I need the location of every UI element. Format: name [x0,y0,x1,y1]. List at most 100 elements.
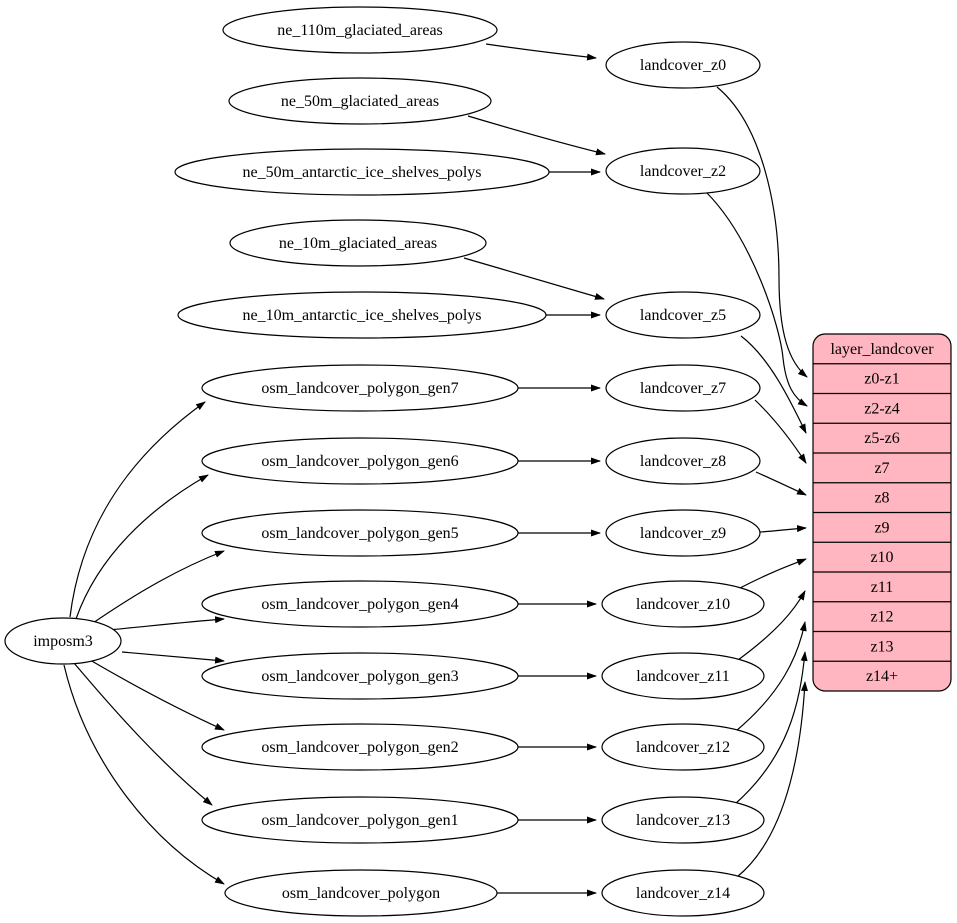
node-landcover_z13: landcover_z13 [601,796,765,844]
record-row-z13: z13 [870,638,893,655]
node-osm_landcover_polygon_gen4: osm_landcover_polygon_gen4 [201,580,519,628]
edge-imposm3--osm_landcover_polygon [63,664,225,885]
edge-ne_110m_glaciated_areas--landcover_z0 [485,43,597,61]
record-row-z14+: z14+ [866,668,898,685]
edge-landcover_z5--row-z5-z6 [740,335,807,434]
record-layer-landcover: layer_landcoverz0-z1z2-z4z5-z6z7z8z9z10z… [812,333,952,692]
node-ne_10m_antarctic_ice_shelves_polys-shape [177,291,547,339]
node-landcover_z8: landcover_z8 [605,437,761,485]
node-osm_landcover_polygon_gen3-label: osm_landcover_polygon_gen3 [261,668,458,685]
edge-landcover_z9--row-z9 [759,525,807,533]
record-title: layer_landcover [830,341,934,358]
node-landcover_z14-shape [601,869,765,917]
node-landcover_z9: landcover_z9 [605,509,761,557]
node-landcover_z10-label: landcover_z10 [636,596,730,613]
node-osm_landcover_polygon-label: osm_landcover_polygon [282,885,440,902]
record-row-z0-z1: z0-z1 [864,371,900,388]
node-ne_10m_antarctic_ice_shelves_polys: ne_10m_antarctic_ice_shelves_polys [177,291,547,339]
record-row-z11: z11 [871,579,894,596]
node-layer: imposm3 ne_110m_glaciated_areas ne_50m_gla… [4,6,765,917]
node-osm_landcover_polygon_gen1-shape [201,796,519,844]
record-row-z10: z10 [870,549,893,566]
edge-imposm3--osm_landcover_polygon_gen3 [121,651,225,664]
edge-ne_10m_glaciated_areas--landcover_z5 [463,257,605,300]
edge-imposm3--osm_landcover_polygon_gen7 [69,401,206,618]
node-landcover_z8-label: landcover_z8 [640,453,726,470]
node-ne_110m_glaciated_areas: ne_110m_glaciated_areas [222,6,498,54]
node-landcover_z5-shape [605,291,761,339]
edge-landcover_z13--row-z13 [734,651,808,805]
node-ne_10m_glaciated_areas-shape [229,219,487,267]
node-osm_landcover_polygon_gen7-shape [201,364,519,412]
node-ne_50m_glaciated_areas: ne_50m_glaciated_areas [228,77,492,125]
node-osm_landcover_polygon_gen1: osm_landcover_polygon_gen1 [201,796,519,844]
node-osm_landcover_polygon_gen6: osm_landcover_polygon_gen6 [201,437,519,485]
node-osm_landcover_polygon_gen2-label: osm_landcover_polygon_gen2 [261,739,458,756]
node-landcover_z11-label: landcover_z11 [636,668,730,685]
node-landcover_z13-shape [601,796,765,844]
node-landcover_z14-label: landcover_z14 [636,885,730,902]
edge-landcover_z14--row-z14+ [736,681,808,878]
node-landcover_z9-label: landcover_z9 [640,525,726,542]
node-landcover_z2-shape [605,147,761,195]
edge-imposm3--osm_landcover_polygon_gen4 [107,616,225,631]
record-row-z5-z6: z5-z6 [864,430,900,447]
node-landcover_z11: landcover_z11 [601,652,765,700]
node-imposm3: imposm3 [4,617,122,665]
node-osm_landcover_polygon_gen7-label: osm_landcover_polygon_gen7 [261,380,458,397]
node-osm_landcover_polygon_gen6-label: osm_landcover_polygon_gen6 [261,453,458,470]
node-landcover_z7-label: landcover_z7 [640,380,726,397]
edge-layer [63,43,808,897]
node-osm_landcover_polygon_gen4-shape [201,580,519,628]
edge-imposm3--osm_landcover_polygon_gen2 [89,659,225,731]
edge-landcover_z11--row-z11 [737,590,806,661]
record-row-z7: z7 [874,460,889,477]
node-landcover_z12-label: landcover_z12 [636,739,730,756]
node-ne_50m_glaciated_areas-shape [228,77,492,125]
node-landcover_z2-label: landcover_z2 [640,163,726,180]
node-landcover_z7-shape [605,364,761,412]
node-ne_50m_glaciated_areas-label: ne_50m_glaciated_areas [281,93,439,110]
edge-landcover_z8--row-z8 [755,471,807,496]
record-row-z8: z8 [874,490,889,507]
node-ne_110m_glaciated_areas-label: ne_110m_glaciated_areas [277,22,443,39]
edge-imposm3--osm_landcover_polygon_gen1 [73,662,213,806]
node-osm_landcover_polygon_gen4-label: osm_landcover_polygon_gen4 [261,596,458,613]
node-landcover_z12-shape [601,723,765,771]
node-osm_landcover_polygon_gen2-shape [201,723,519,771]
node-landcover_z5: landcover_z5 [605,291,761,339]
node-osm_landcover_polygon_gen2: osm_landcover_polygon_gen2 [201,723,519,771]
node-landcover_z11-shape [601,652,765,700]
node-landcover_z8-shape [605,437,761,485]
node-landcover_z10-shape [601,580,765,628]
node-landcover_z7: landcover_z7 [605,364,761,412]
node-landcover_z2: landcover_z2 [605,147,761,195]
node-ne_10m_glaciated_areas-label: ne_10m_glaciated_areas [279,235,437,252]
node-osm_landcover_polygon_gen3-shape [201,652,519,700]
edge-landcover_z10--row-z10 [739,558,807,589]
node-landcover_z5-label: landcover_z5 [640,307,726,324]
node-ne_50m_antarctic_ice_shelves_polys: ne_50m_antarctic_ice_shelves_polys [174,148,550,196]
node-landcover_z9-shape [605,509,761,557]
edge-landcover_z7--row-z7 [754,399,807,464]
node-osm_landcover_polygon-shape [224,869,498,917]
edge-imposm3--osm_landcover_polygon_gen6 [75,474,209,620]
node-landcover_z12: landcover_z12 [601,723,765,771]
node-landcover_z0-shape [605,41,761,89]
node-ne_110m_glaciated_areas-shape [222,6,498,54]
edge-landcover_z12--row-z12 [735,621,807,732]
edge-ne_50m_glaciated_areas--landcover_z2 [467,115,606,156]
edge-landcover_z2--row-z2-z4 [705,191,808,407]
node-imposm3-label: imposm3 [33,633,93,650]
edge-landcover_z0--row-z0-z1 [716,86,808,378]
node-ne_50m_antarctic_ice_shelves_polys-shape [174,148,550,196]
node-osm_landcover_polygon_gen1-label: osm_landcover_polygon_gen1 [261,812,458,829]
node-landcover_z0-label: landcover_z0 [640,57,726,74]
edge-imposm3--osm_landcover_polygon_gen5 [89,550,225,626]
node-imposm3-shape [4,617,122,665]
node-osm_landcover_polygon_gen7: osm_landcover_polygon_gen7 [201,364,519,412]
record-row-z2-z4: z2-z4 [864,400,900,417]
node-landcover_z0: landcover_z0 [605,41,761,89]
node-osm_landcover_polygon_gen5: osm_landcover_polygon_gen5 [201,509,519,557]
